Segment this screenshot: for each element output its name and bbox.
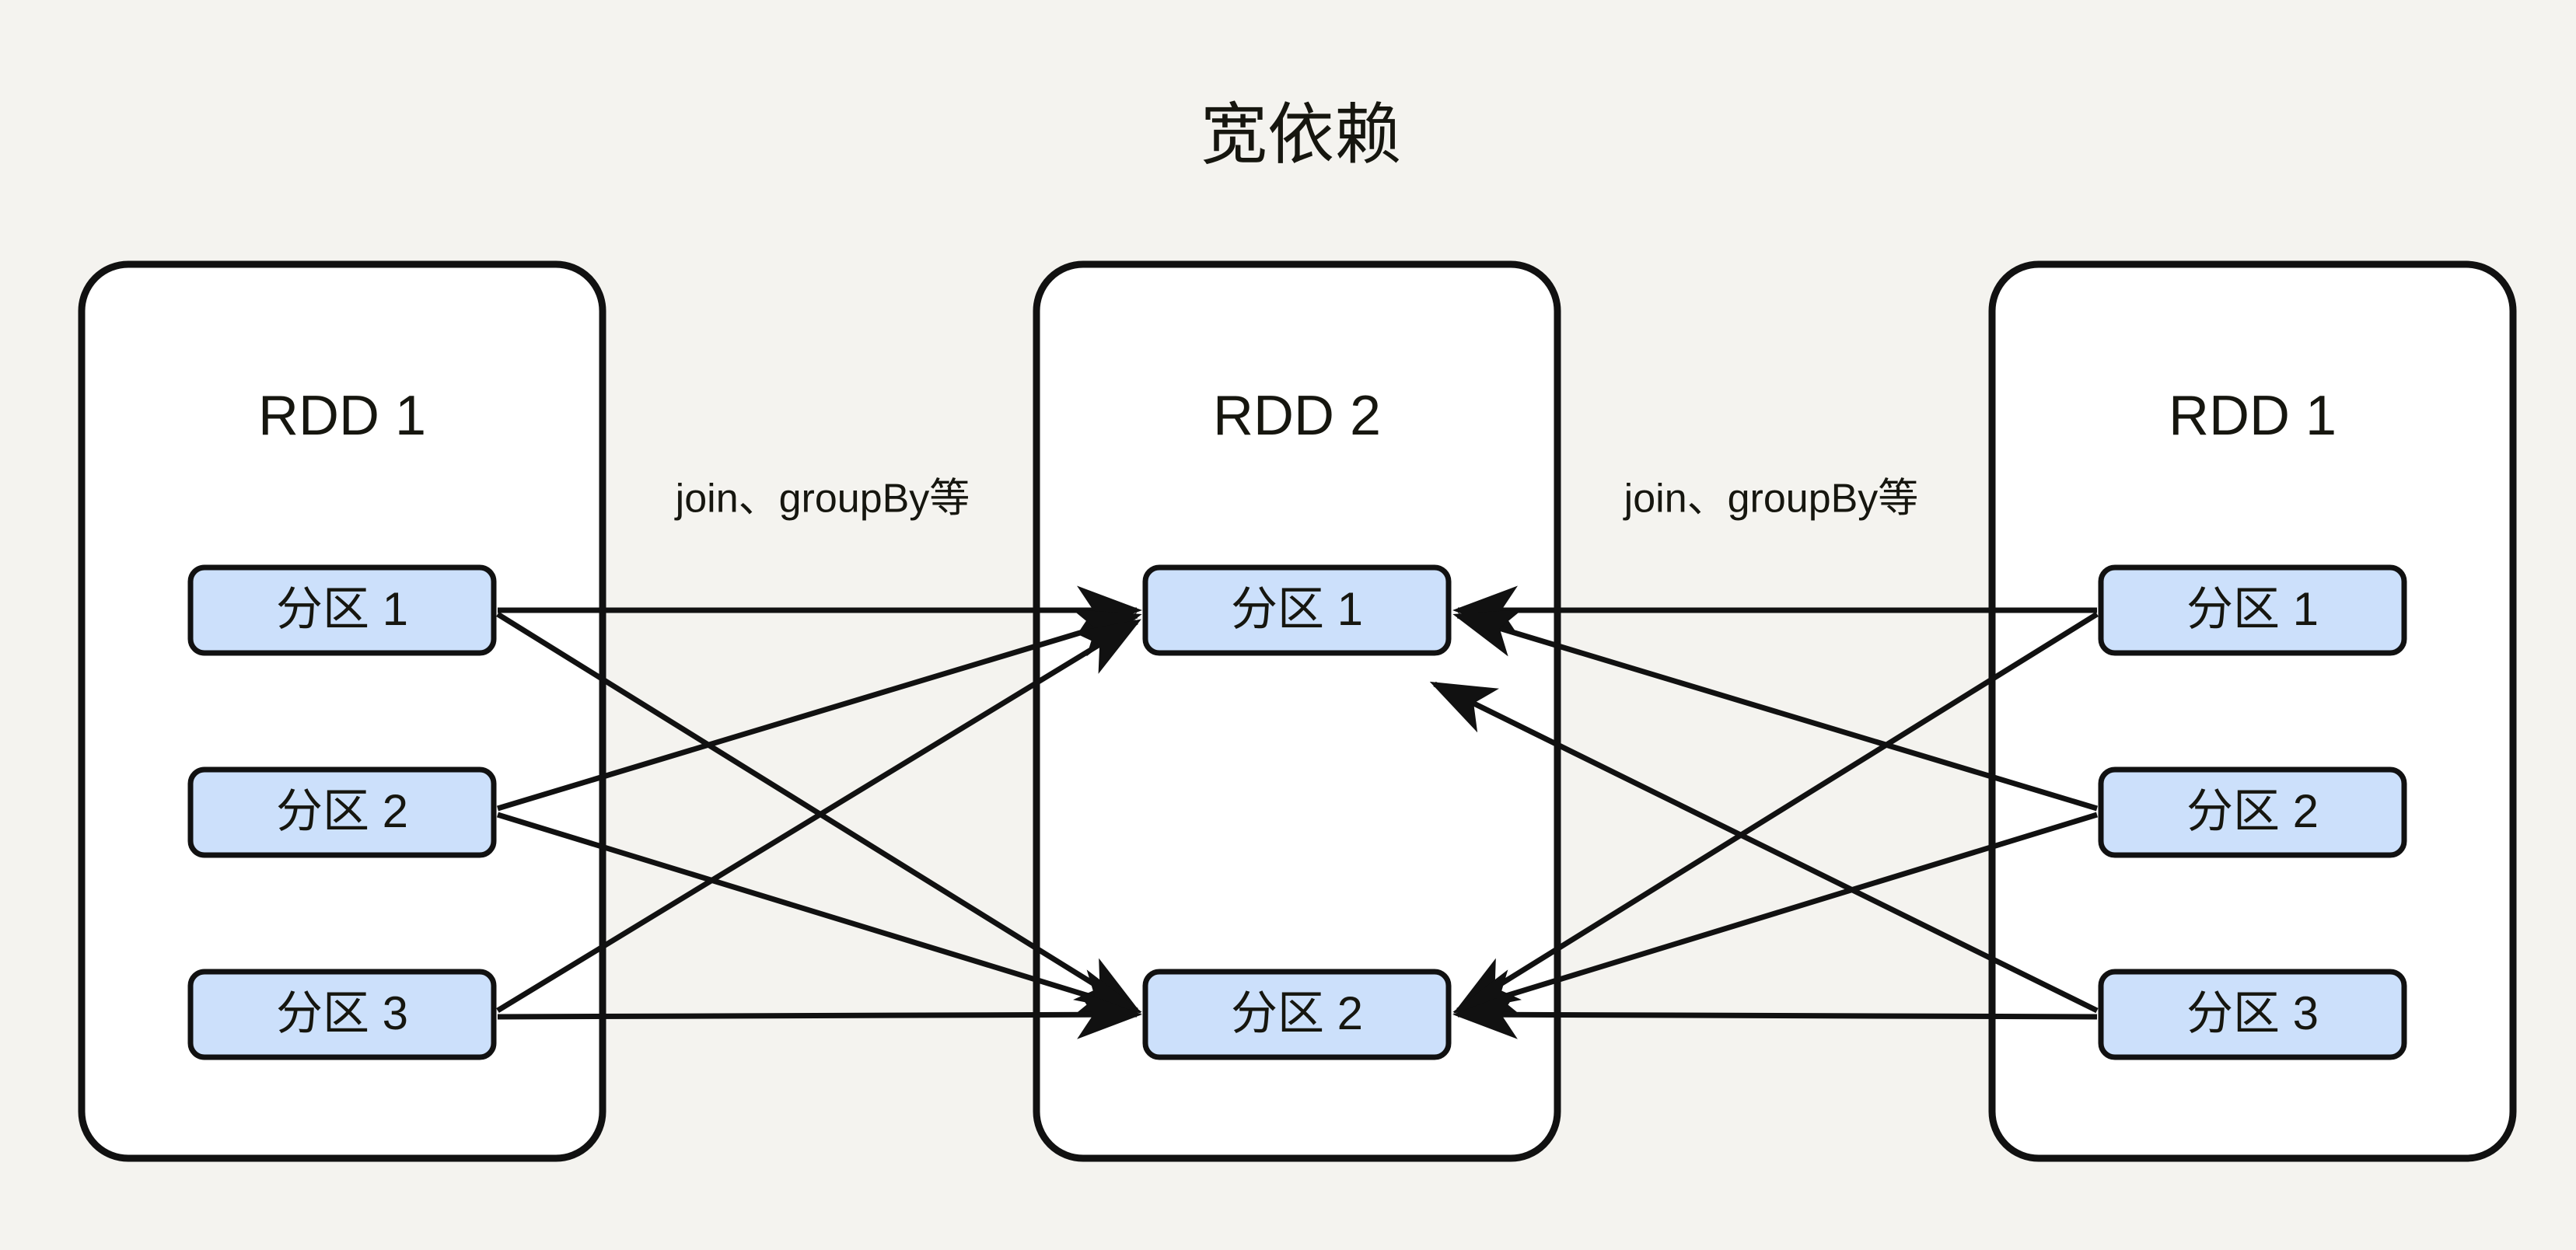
rdd-group-left: RDD 1 分区 1 分区 2 分区 3 — [78, 260, 606, 1162]
diagram-title: 宽依赖 — [1201, 98, 1401, 173]
partition-label-middle-2: 分区 2 — [1231, 987, 1363, 1039]
edge-left3-to-middle1 — [496, 619, 1141, 1013]
rdd-label-middle: RDD 2 — [1213, 385, 1381, 447]
edge-right3-to-middle1 — [1429, 681, 2099, 1014]
rdd-group-middle: RDD 2 分区 1 分区 2 — [1033, 260, 1561, 1162]
edge-right2-to-middle1 — [1452, 609, 2099, 812]
partition-box-left-3[interactable] — [187, 969, 497, 1060]
edge-left3-to-middle2 — [497, 990, 1142, 1039]
partition-box-right-2[interactable] — [2098, 766, 2407, 858]
partition-box-left-2[interactable] — [187, 766, 497, 858]
partition-label-left-2: 分区 2 — [276, 785, 408, 837]
edge-left1-to-middle2 — [496, 612, 1141, 1014]
partition-box-right-1[interactable] — [2098, 564, 2407, 656]
edge-label-left-operations: join、groupBy等 — [674, 477, 970, 522]
rdd-container-middle — [1033, 260, 1561, 1162]
rdd-group-right: RDD 1 分区 1 分区 2 分区 3 — [1988, 260, 2517, 1162]
partition-label-right-2: 分区 2 — [2186, 785, 2319, 837]
edge-label-right-operations: join、groupBy等 — [1623, 477, 1919, 522]
edge-right1-to-middle2 — [1453, 612, 2099, 1014]
rdd-container-left — [78, 260, 606, 1162]
edge-right3-to-middle2 — [1452, 990, 2098, 1039]
partition-box-right-3[interactable] — [2098, 969, 2407, 1060]
edge-left2-to-middle2 — [496, 812, 1142, 1017]
partition-label-left-3: 分区 3 — [276, 987, 408, 1039]
rdd-label-left: RDD 1 — [258, 385, 426, 447]
partition-box-left-1[interactable] — [187, 564, 497, 656]
edge-right2-to-middle2 — [1452, 812, 2099, 1017]
partition-label-right-3: 分区 3 — [2186, 987, 2319, 1039]
partition-label-middle-1: 分区 1 — [1231, 583, 1363, 635]
rdd-label-right: RDD 1 — [2169, 385, 2337, 447]
partition-box-middle-1[interactable] — [1142, 564, 1452, 656]
edge-group-right-to-middle — [1429, 585, 2099, 1039]
partition-box-middle-2[interactable] — [1142, 969, 1452, 1060]
partition-label-left-1: 分区 1 — [276, 583, 408, 635]
edge-group-left-to-middle — [496, 585, 1142, 1039]
partition-label-right-1: 分区 1 — [2186, 583, 2319, 635]
edge-left2-to-middle1 — [496, 609, 1142, 812]
rdd-container-right — [1988, 260, 2517, 1162]
